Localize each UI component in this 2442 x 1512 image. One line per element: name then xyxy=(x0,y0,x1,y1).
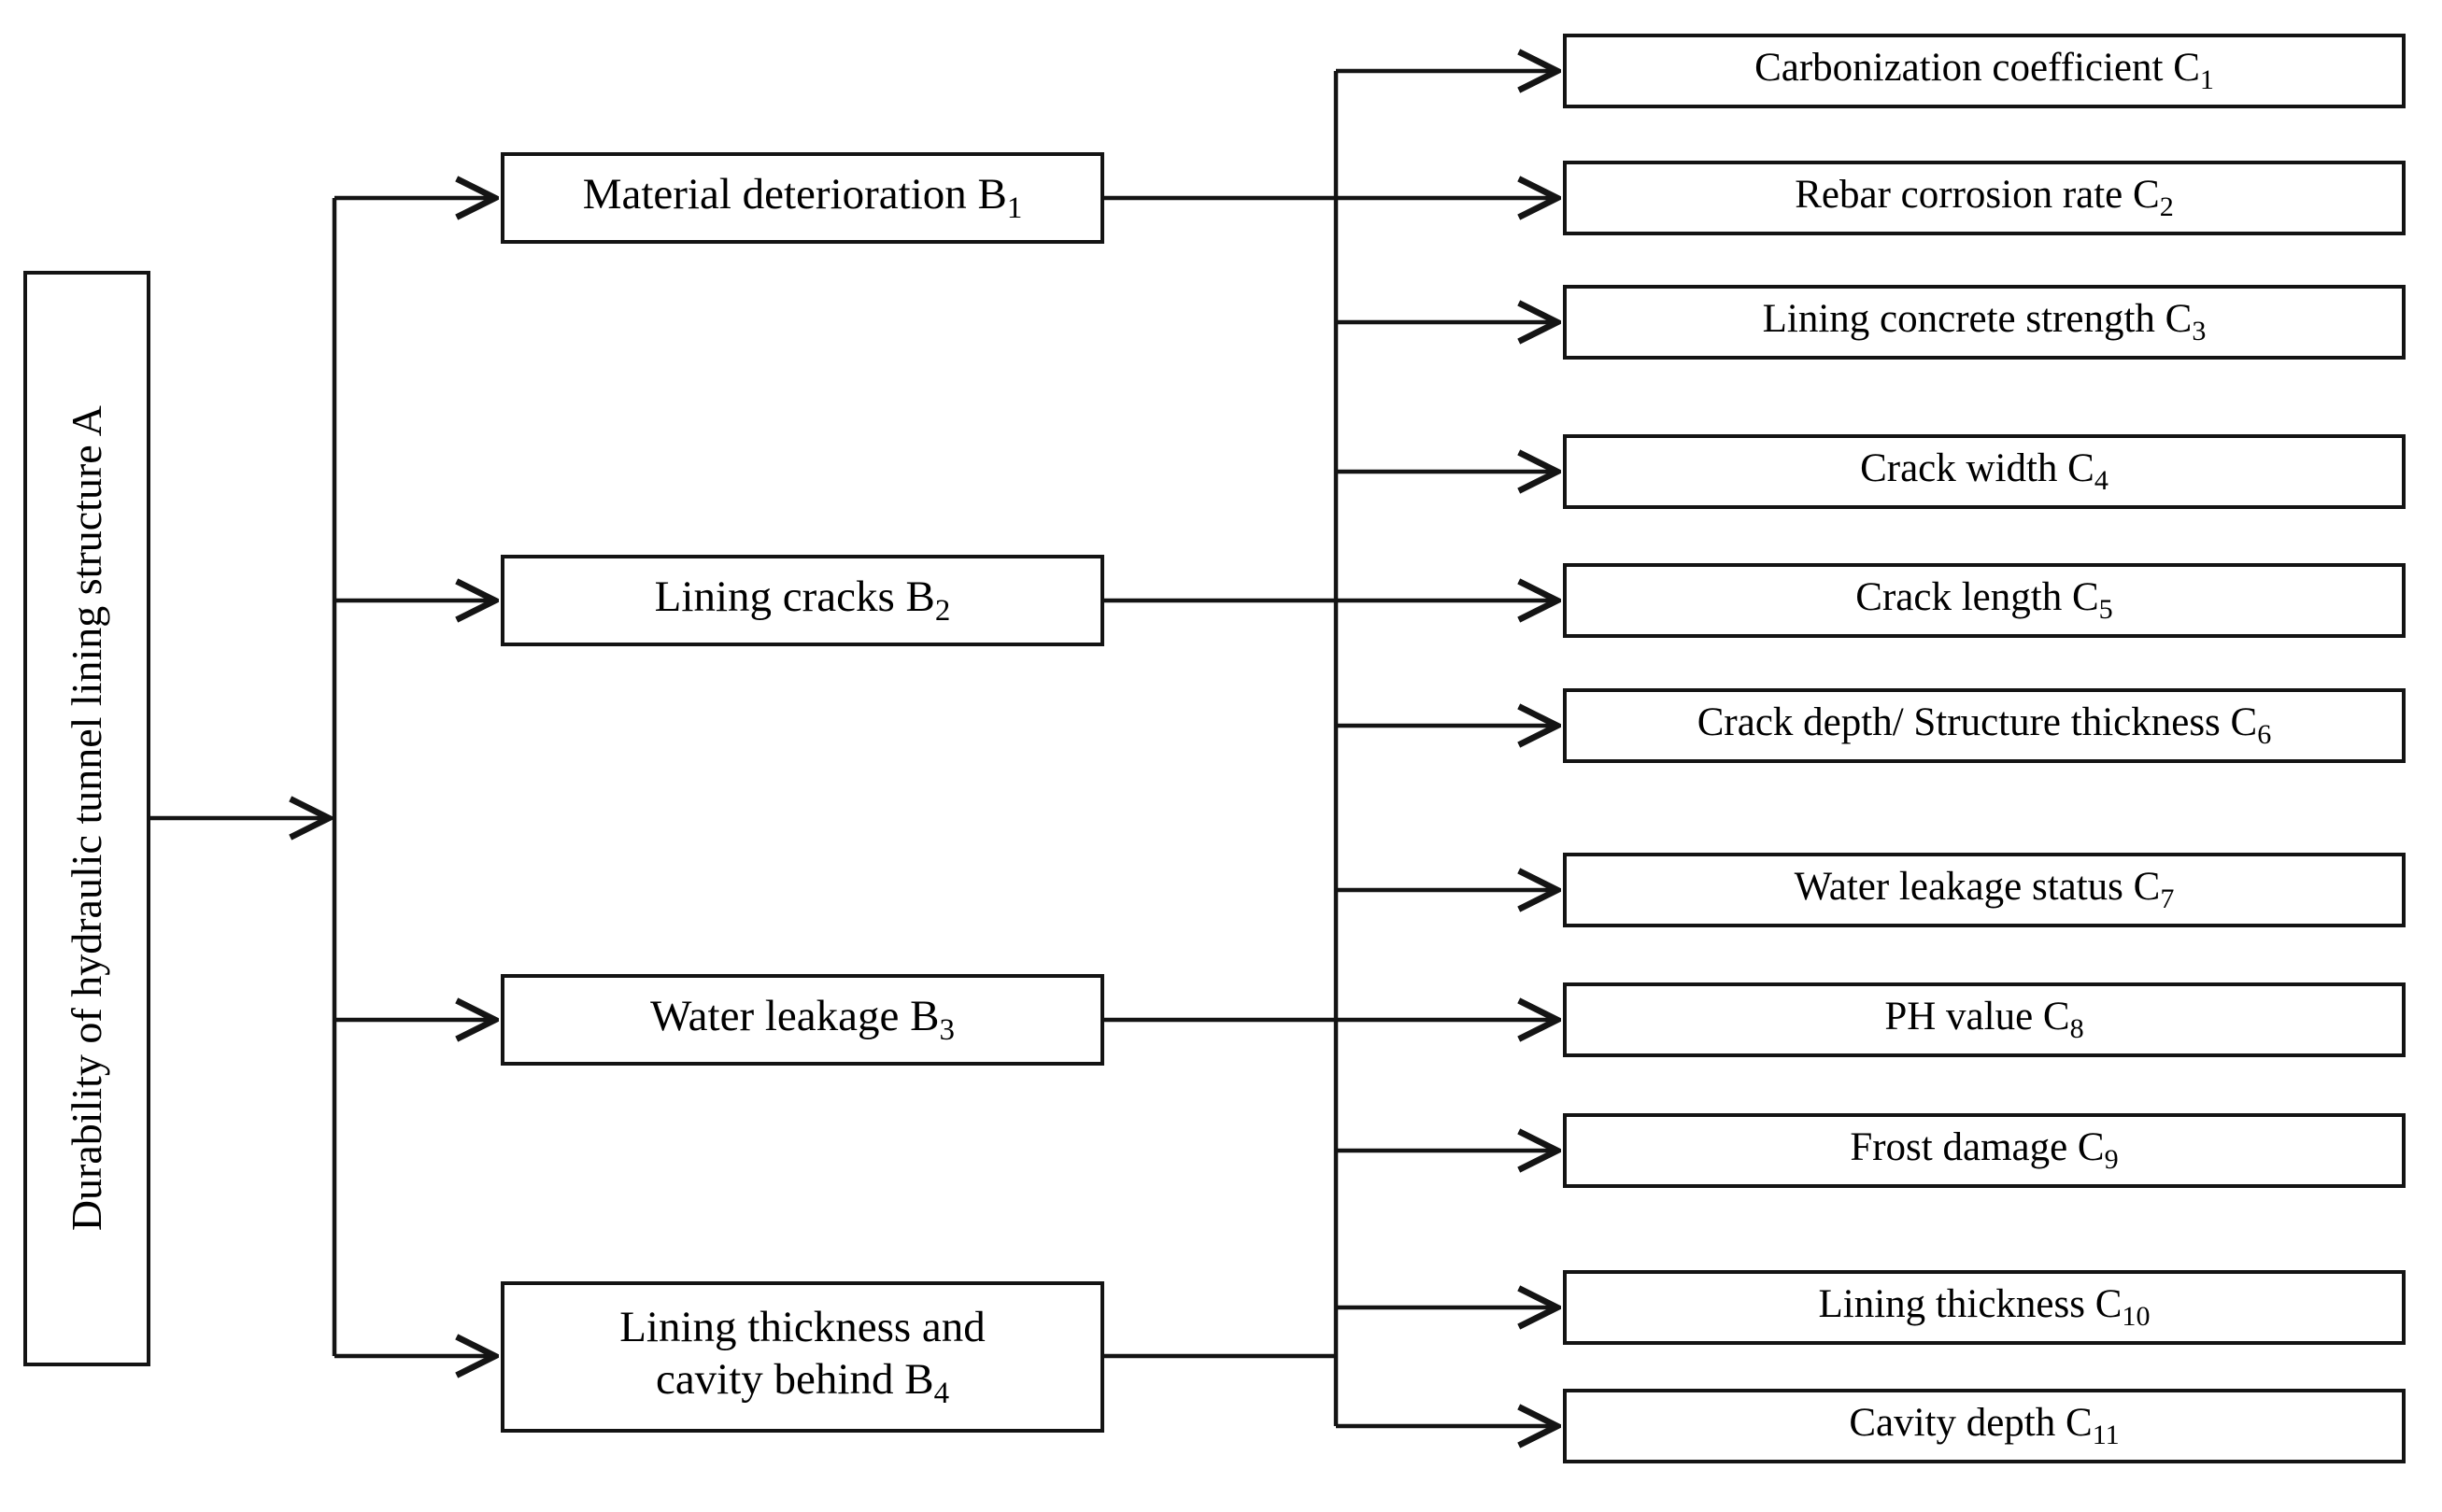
indicator-node-c10-label: Lining thickness C10 xyxy=(1818,1282,2151,1333)
indicator-node-c3-label: Lining concrete strength C3 xyxy=(1762,297,2207,347)
indicator-node-c3[interactable]: Lining concrete strength C3 xyxy=(1563,285,2406,360)
indicator-node-c9[interactable]: Frost damage C9 xyxy=(1563,1113,2406,1188)
indicator-node-c6[interactable]: Crack depth/ Structure thickness C6 xyxy=(1563,688,2406,763)
indicator-node-c11[interactable]: Cavity depth C11 xyxy=(1563,1389,2406,1463)
criterion-node-b1[interactable]: Material deterioration B1 xyxy=(501,152,1104,244)
criterion-node-b2[interactable]: Lining cracks B2 xyxy=(501,555,1104,646)
indicator-node-c11-label: Cavity depth C11 xyxy=(1849,1401,2120,1451)
criterion-node-b1-label: Material deterioration B1 xyxy=(582,170,1023,226)
criterion-node-b3[interactable]: Water leakage B3 xyxy=(501,974,1104,1066)
indicator-node-c9-label: Frost damage C9 xyxy=(1850,1125,2119,1176)
goal-node-a-label: Durability of hydraulic tunnel lining st… xyxy=(62,405,110,1232)
indicator-node-c1[interactable]: Carbonization coefficient C1 xyxy=(1563,34,2406,108)
indicator-node-c6-label: Crack depth/ Structure thickness C6 xyxy=(1697,700,2272,751)
indicator-node-c4[interactable]: Crack width C4 xyxy=(1563,434,2406,509)
indicator-node-c8[interactable]: PH value C8 xyxy=(1563,982,2406,1057)
criterion-node-b3-label: Water leakage B3 xyxy=(650,992,955,1048)
indicator-node-c2[interactable]: Rebar corrosion rate C2 xyxy=(1563,161,2406,235)
indicator-node-c5-label: Crack length C5 xyxy=(1855,575,2113,626)
goal-node-a[interactable]: Durability of hydraulic tunnel lining st… xyxy=(23,271,150,1366)
indicator-node-c7-label: Water leakage status C7 xyxy=(1794,865,2175,915)
indicator-node-c1-label: Carbonization coefficient C1 xyxy=(1754,46,2214,96)
indicator-node-c5[interactable]: Crack length C5 xyxy=(1563,563,2406,638)
indicator-node-c2-label: Rebar corrosion rate C2 xyxy=(1795,173,2174,223)
indicator-node-c7[interactable]: Water leakage status C7 xyxy=(1563,853,2406,927)
indicator-node-c4-label: Crack width C4 xyxy=(1860,446,2108,497)
criterion-node-b2-label: Lining cracks B2 xyxy=(654,572,951,629)
indicator-node-c10[interactable]: Lining thickness C10 xyxy=(1563,1270,2406,1345)
indicator-node-c8-label: PH value C8 xyxy=(1884,995,2084,1045)
